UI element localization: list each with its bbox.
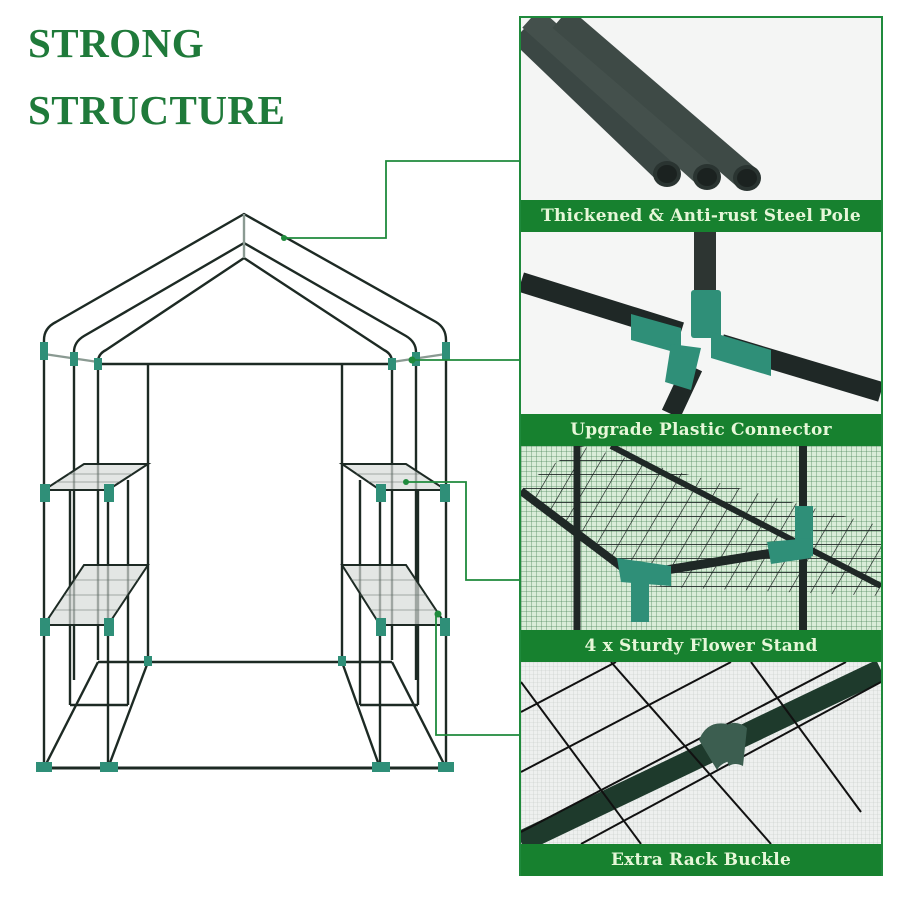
caption-steel-pole: Thickened & Anti-rust Steel Pole (521, 200, 881, 232)
wire-shelf-stand-image (521, 446, 881, 632)
headline-structure: STRUCTURE (28, 87, 286, 133)
callout-lines (284, 160, 521, 736)
caption-rack-buckle: Extra Rack Buckle (521, 844, 881, 876)
rack-buckle-clip-image (521, 662, 881, 844)
caption-plastic-connector: Upgrade Plastic Connector (521, 414, 881, 446)
three-steel-poles-image (521, 18, 881, 203)
green-plastic-connector-image (521, 232, 881, 414)
caption-flower-stand: 4 x Sturdy Flower Stand (521, 630, 881, 662)
headline-strong: STRONG (28, 20, 205, 66)
